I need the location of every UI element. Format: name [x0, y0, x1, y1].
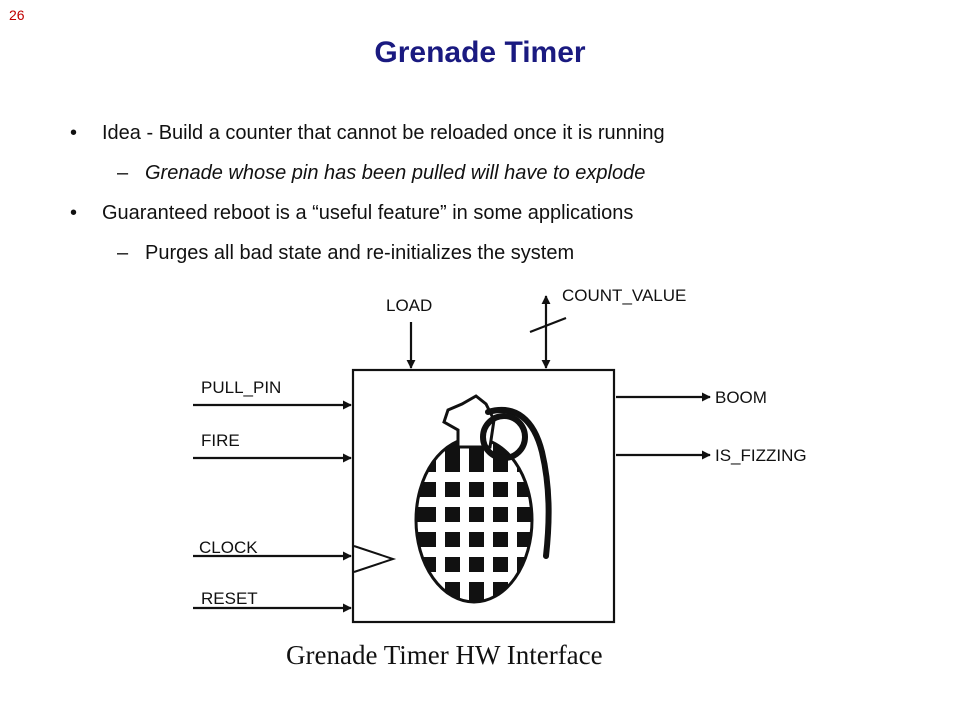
bullet-text: Idea - Build a counter that cannot be re… [102, 122, 665, 144]
sub-bullet-text: Purges all bad state and re-initializes … [145, 242, 575, 264]
reset-label: RESET [201, 589, 258, 608]
bullet-marker: • [70, 202, 78, 224]
sub-bullet-item: – Purges all bad state and re-initialize… [70, 238, 930, 278]
bullet-item: • Idea - Build a counter that cannot be … [70, 118, 930, 158]
count-value-label: COUNT_VALUE [562, 286, 686, 305]
bullet-text: Guaranteed reboot is a “useful feature” … [102, 202, 634, 224]
page-title: Grenade Timer [374, 36, 586, 69]
bullet-item: • Guaranteed reboot is a “useful feature… [70, 198, 930, 238]
bullet-list: • Idea - Build a counter that cannot be … [70, 118, 930, 278]
diagram-caption: Grenade Timer HW Interface [286, 640, 603, 670]
boom-label: BOOM [715, 388, 767, 407]
bus-slash [529, 316, 567, 334]
fire-label: FIRE [201, 431, 240, 450]
sub-bullet-marker: – [117, 242, 129, 264]
slide-number: 26 [9, 7, 25, 23]
grenade-icon [414, 394, 552, 604]
bullet-marker: • [70, 122, 78, 144]
pull-pin-label: PULL_PIN [201, 378, 281, 397]
sub-bullet-text: Grenade whose pin has been pulled will h… [145, 162, 646, 184]
clock-label: CLOCK [199, 538, 258, 557]
is-fizzing-label: IS_FIZZING [715, 446, 807, 465]
sub-bullet-marker: – [117, 162, 129, 184]
clock-edge-symbol [353, 545, 397, 573]
sub-bullet-item: – Grenade whose pin has been pulled will… [70, 158, 930, 198]
load-label: LOAD [386, 296, 432, 315]
